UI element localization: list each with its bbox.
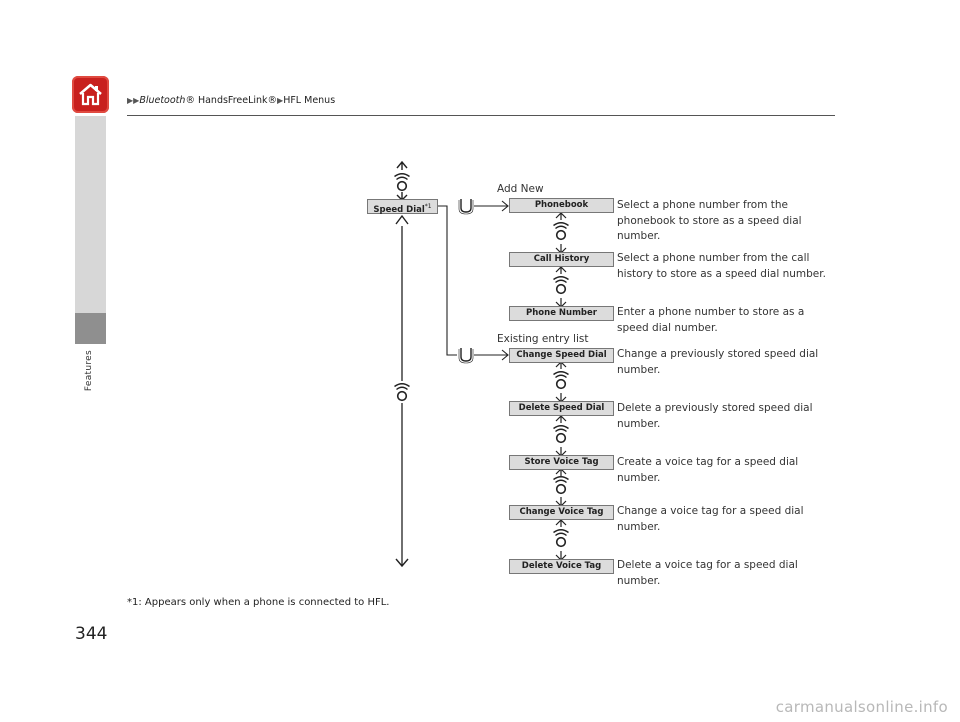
section-tab-track [75,116,106,313]
delete-voice-tag-menu-item[interactable]: Delete Voice Tag [509,559,614,574]
delete-speed-dial-description: Delete a previously stored speed dial nu… [617,402,813,430]
right-arrow-icon [474,349,509,361]
press-knob-icon [458,347,474,364]
footnote: *1: Appears only when a phone is connect… [127,597,390,608]
breadcrumb: ▶▶Bluetooth® HandsFreeLink®▶HFL Menus [127,95,335,106]
delete-voice-tag-description: Delete a voice tag for a speed dial numb… [617,559,798,587]
speed-dial-label: Speed Dial [373,204,425,215]
existing-entry-heading: Existing entry list [497,333,589,345]
phone-number-description: Enter a phone number to store as a speed… [617,306,805,334]
footnote-ref: *1 [424,203,432,210]
right-arrow-icon [474,200,509,212]
store-voice-tag-description: Create a voice tag for a speed dial numb… [617,456,799,484]
change-speed-dial-menu-item[interactable]: Change Speed Dial [509,348,614,363]
add-new-heading: Add New [497,183,544,195]
call-history-description: Select a phone number from the call hist… [617,252,826,280]
change-voice-tag-description: Change a voice tag for a speed dial numb… [617,505,804,533]
breadcrumb-arrow-icon: ▶▶ [127,96,140,105]
change-voice-tag-menu-item[interactable]: Change Voice Tag [509,505,614,520]
page-number: 344 [75,624,108,644]
selector-knob-icon [393,172,411,192]
up-arrow-icon [396,160,408,170]
press-knob-icon [458,198,474,215]
delete-speed-dial-menu-item[interactable]: Delete Speed Dial [509,401,614,416]
watermark: carmanualsonline.info [775,698,948,716]
change-speed-dial-description: Change a previously stored speed dial nu… [617,348,819,376]
section-tab-marker[interactable] [75,313,106,344]
branch-connector [437,205,457,356]
breadcrumb-item[interactable]: ® HandsFreeLink® [185,95,278,106]
phone-number-menu-item[interactable]: Phone Number [509,306,614,321]
breadcrumb-item[interactable]: Bluetooth [139,95,186,106]
house-icon [79,83,102,106]
phonebook-description: Select a phone number from the phonebook… [617,199,802,242]
breadcrumb-arrow-icon: ▶ [277,96,284,105]
phonebook-menu-item[interactable]: Phonebook [509,198,614,213]
speed-dial-menu-item[interactable]: Speed Dial*1 [367,199,438,215]
home-icon[interactable] [72,76,109,113]
header-rule [127,115,835,116]
call-history-menu-item[interactable]: Call History [509,252,614,267]
store-voice-tag-menu-item[interactable]: Store Voice Tag [509,455,614,470]
breadcrumb-item[interactable]: HFL Menus [283,95,336,106]
